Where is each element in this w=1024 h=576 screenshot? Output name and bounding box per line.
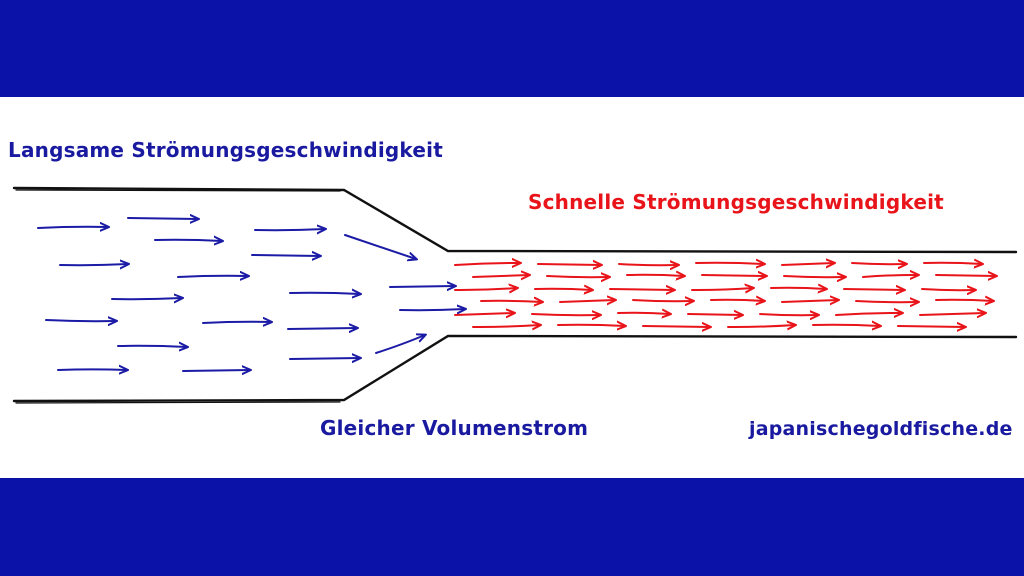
- pipe-wall-bottom-sketch: [15, 401, 341, 404]
- fast-flow-arrow: [919, 313, 985, 315]
- slow-flow-arrow: [251, 255, 320, 256]
- fast-flow-arrow: [835, 313, 902, 315]
- slow-flow-arrow: [182, 370, 250, 371]
- fast-flow-arrow: [617, 313, 670, 314]
- fast-flow-arrow: [472, 325, 540, 327]
- fast-flow-arrow: [632, 300, 693, 301]
- pipe-wall-top-sketch: [15, 189, 341, 192]
- pipe-walls: [12, 186, 1018, 404]
- fast-flow-arrow: [843, 289, 904, 290]
- fast-flow-arrow: [557, 325, 625, 326]
- fast-flow-arrow: [609, 289, 674, 290]
- slow-flow-arrow: [375, 335, 425, 354]
- slow-flow-arrow: [59, 264, 128, 265]
- slow-flow-arrow: [111, 298, 182, 299]
- slow-flow-arrow: [254, 229, 325, 230]
- slow-velocity-label: Langsame Strömungsgeschwindigkeit: [8, 138, 443, 162]
- fast-flow-arrow: [759, 314, 818, 315]
- fast-flow-arrow: [935, 275, 996, 276]
- fast-flow-arrow: [618, 264, 678, 265]
- slow-flow-arrow: [289, 358, 360, 359]
- fast-flow-arrow: [454, 288, 517, 290]
- fast-flow-arrow: [781, 300, 838, 302]
- fast-flow-arrow: [862, 275, 918, 277]
- pipe-wall-top: [12, 186, 1018, 254]
- slow-flow-arrow: [399, 309, 465, 310]
- slow-flow-arrows: [37, 218, 465, 371]
- website-label: japanischegoldfische.de: [749, 418, 1013, 440]
- fast-flow-arrow: [695, 263, 764, 264]
- fast-flow-arrow: [897, 326, 965, 327]
- fast-flow-arrow: [534, 289, 592, 290]
- slow-flow-arrow: [289, 293, 360, 294]
- fast-flow-arrow: [710, 300, 764, 301]
- fast-flow-arrow: [851, 263, 906, 264]
- fast-flow-arrow: [935, 300, 993, 301]
- fast-flow-arrow: [921, 289, 975, 290]
- slow-flow-arrow: [344, 234, 416, 259]
- slow-flow-arrow: [37, 227, 108, 228]
- fast-flow-arrows: [454, 263, 996, 327]
- fast-flow-arrow: [770, 288, 826, 289]
- slow-flow-arrow: [202, 322, 271, 323]
- top-blue-band: [0, 0, 1024, 97]
- bottom-blue-band: [0, 478, 1024, 576]
- slow-flow-arrow: [287, 328, 357, 329]
- fast-flow-arrow: [626, 275, 684, 276]
- pipe-wall-bottom: [12, 334, 1018, 403]
- fast-flow-arrow: [701, 275, 766, 276]
- fast-flow-arrow: [687, 314, 742, 315]
- fast-flow-arrow: [546, 276, 609, 277]
- fast-flow-arrow: [783, 276, 845, 277]
- slow-flow-arrow: [45, 320, 116, 321]
- slow-flow-arrow: [154, 240, 222, 241]
- fast-flow-arrow: [642, 326, 710, 327]
- fast-flow-arrow: [537, 264, 601, 265]
- slow-flow-arrow: [127, 218, 198, 219]
- fast-flow-arrow: [855, 301, 918, 302]
- fast-flow-arrow: [559, 300, 615, 302]
- fast-flow-arrow: [812, 325, 880, 326]
- slow-flow-arrow: [177, 276, 248, 277]
- slow-flow-arrow: [57, 369, 127, 370]
- fast-flow-arrow: [727, 325, 795, 327]
- fast-velocity-label: Schnelle Strömungsgeschwindigkeit: [528, 190, 944, 214]
- slow-flow-arrow: [389, 286, 455, 287]
- fast-flow-arrow: [923, 263, 982, 264]
- fast-flow-arrow: [454, 313, 514, 315]
- fast-flow-arrow: [781, 263, 834, 265]
- fast-flow-arrow: [531, 314, 600, 315]
- fast-flow-arrow: [480, 301, 542, 302]
- slow-flow-arrow: [117, 346, 187, 347]
- fast-flow-arrow: [472, 275, 529, 277]
- fast-flow-arrow: [454, 263, 520, 265]
- equal-volume-flow-label: Gleicher Volumenstrom: [320, 416, 589, 440]
- fast-flow-arrow: [691, 288, 753, 290]
